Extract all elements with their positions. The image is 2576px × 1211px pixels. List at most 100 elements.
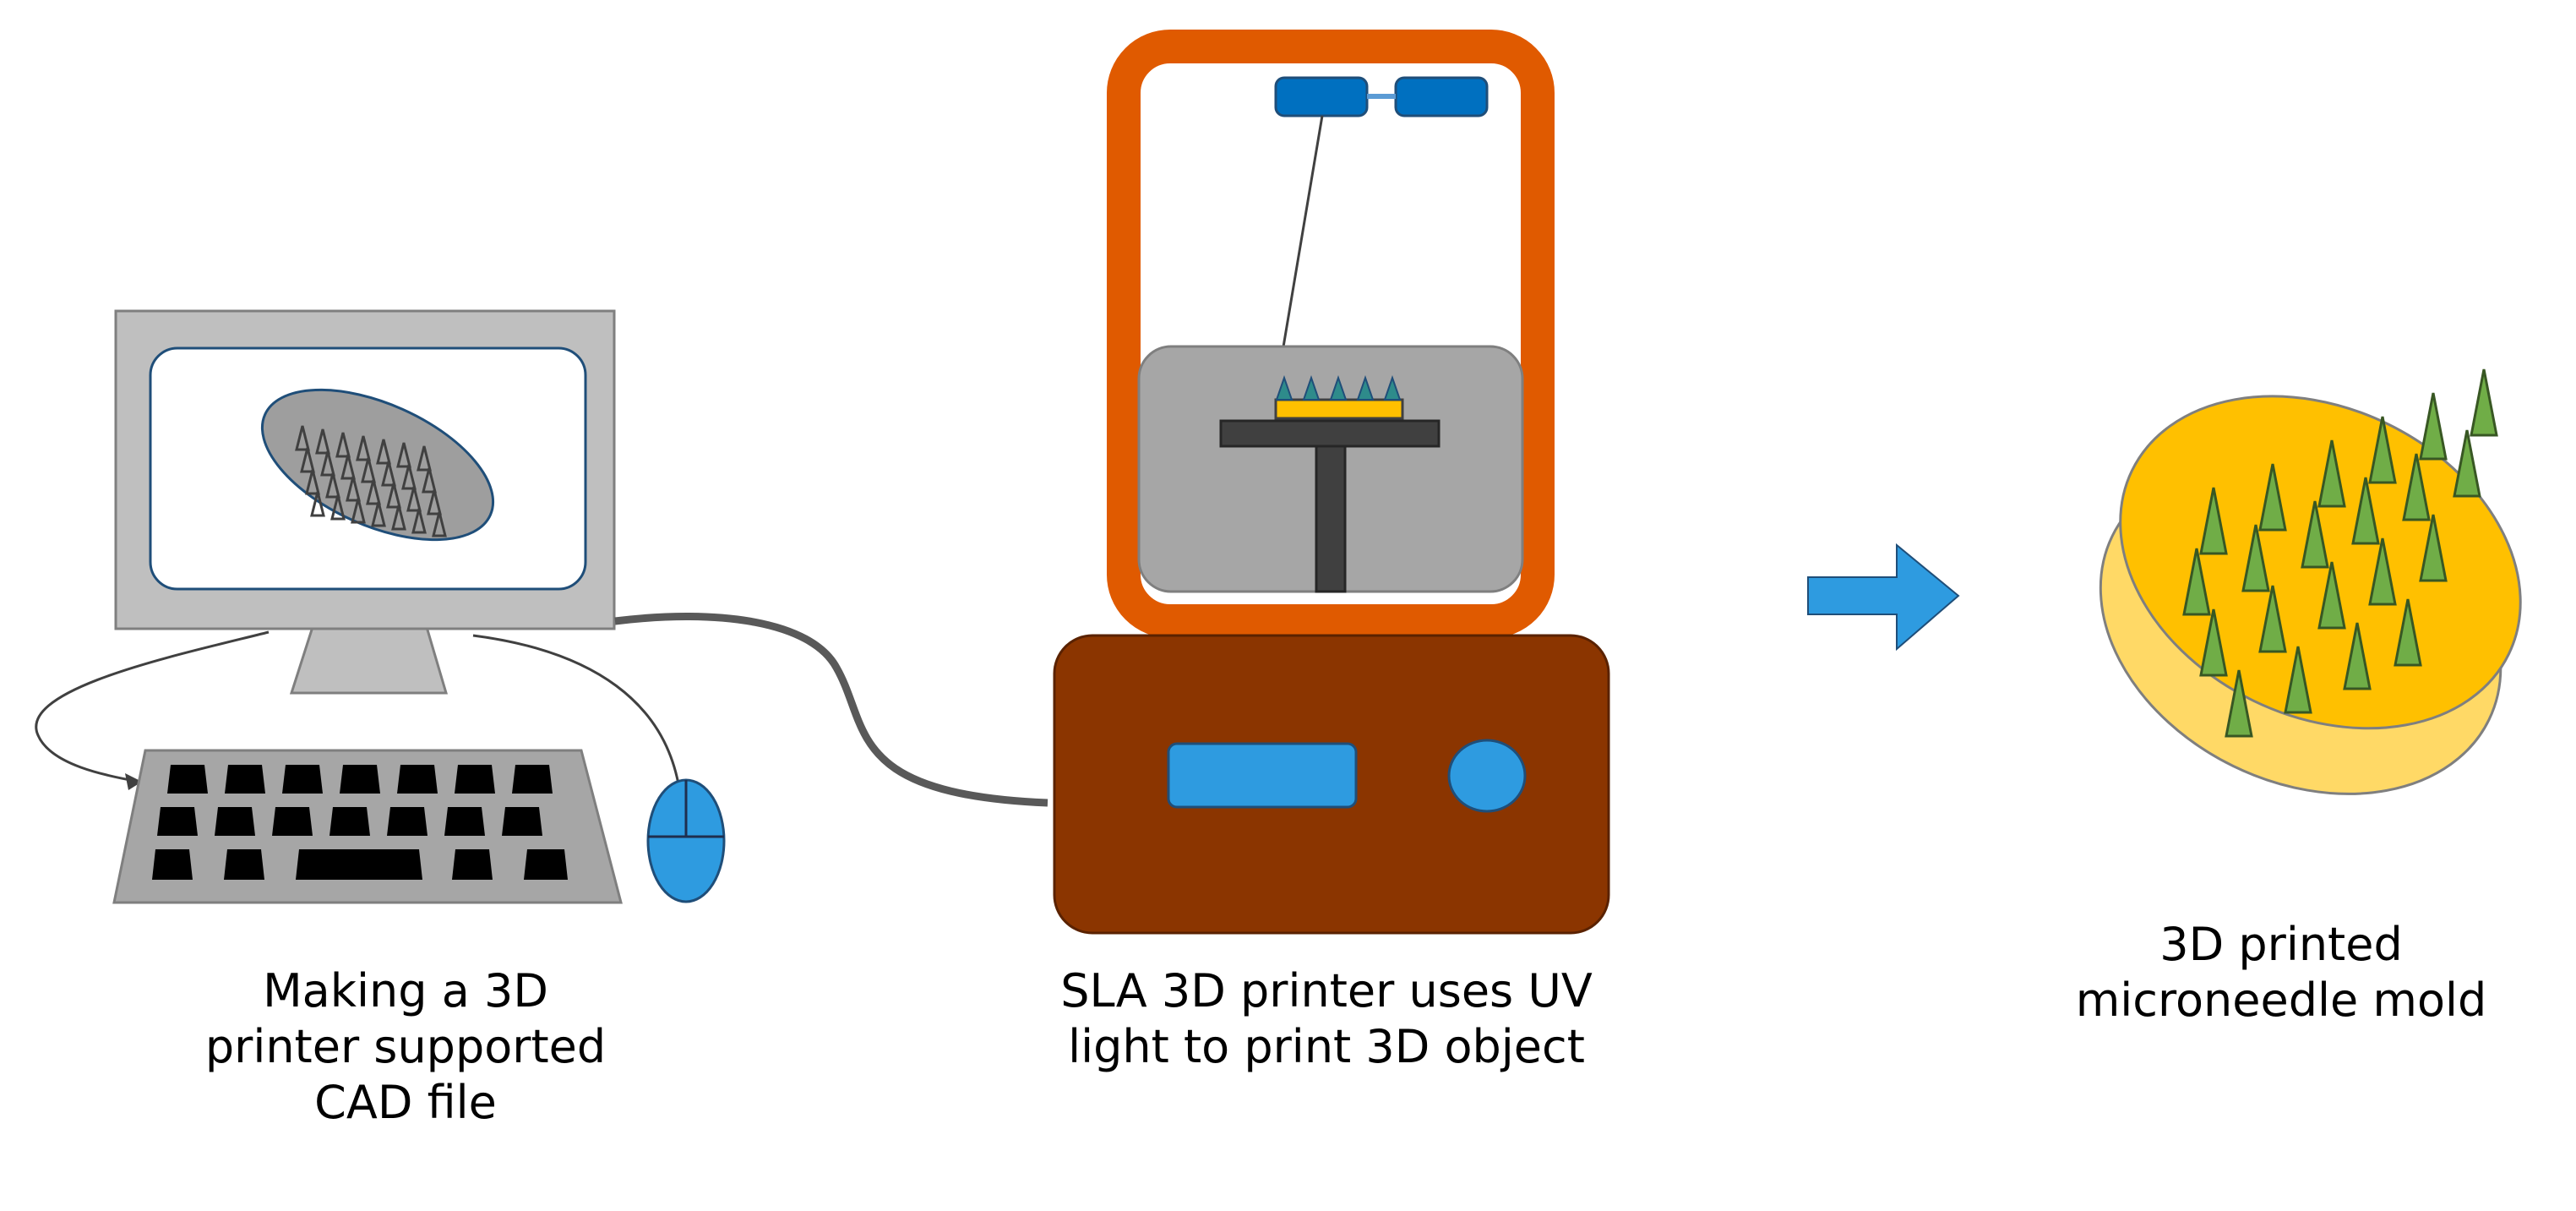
caption-mold: 3D printed microneedle mold: [2019, 917, 2543, 1028]
keyboard-key: [512, 765, 553, 794]
mold-needle: [2419, 514, 2448, 582]
mold-needle: [2182, 548, 2211, 616]
printed-needle: [1275, 374, 1293, 401]
cad-needle-outline: [396, 442, 411, 468]
mold-needle: [2258, 463, 2287, 532]
cad-needle-outline: [310, 491, 325, 517]
keyboard-cable-arrowhead: [125, 773, 142, 790]
caption-computer: Making a 3D printer supported CAD file: [169, 963, 642, 1131]
mold-needle: [2402, 453, 2431, 521]
keyboard-key: [215, 807, 255, 836]
caption-computer-line-2: printer supported: [204, 1020, 607, 1073]
keyboard-key: [152, 849, 193, 880]
cad-needle-outline: [300, 447, 315, 473]
mold-needle: [2368, 416, 2397, 484]
caption-computer-line-1: Making a 3D: [263, 964, 548, 1017]
cad-needle-outline: [371, 501, 386, 527]
mold-needle: [2199, 608, 2228, 677]
cad-needle-outline: [351, 498, 366, 524]
printed-needle: [1302, 374, 1321, 401]
mold-needle: [2419, 392, 2448, 461]
printer-display: [1167, 742, 1358, 809]
mold-needle: [2284, 646, 2312, 714]
computer-monitor-icon: [114, 309, 616, 695]
printed-needle: [1356, 374, 1375, 401]
keyboard-key: [452, 849, 493, 880]
keyboard-key: [272, 807, 313, 836]
uv-laser-beam: [1276, 115, 1324, 383]
cad-needle-outline: [386, 483, 401, 509]
mold-needle: [2317, 561, 2346, 630]
keyboard-key: [397, 765, 438, 794]
keyboard-key: [340, 765, 380, 794]
cad-needle-outline: [401, 464, 417, 490]
cad-needle-outline: [330, 494, 346, 521]
mold-needle: [2368, 537, 2397, 606]
cad-needle-outline: [346, 476, 361, 502]
caption-mold-line-1: 3D printed: [2159, 918, 2403, 971]
cad-needle-outline: [305, 469, 320, 495]
keyboard-key: [296, 849, 422, 880]
keyboard-key: [157, 807, 198, 836]
mold-needle: [2301, 500, 2329, 569]
caption-printer-line-2: light to print 3D object: [1068, 1020, 1585, 1073]
mold-needle: [2343, 622, 2372, 690]
cad-needle-outline: [376, 439, 391, 465]
printed-needle: [1383, 374, 1402, 401]
printed-microneedles: [1275, 374, 1402, 401]
printed-needle: [1329, 374, 1348, 401]
cad-needle-outline: [391, 505, 406, 531]
keyboard-keys: [152, 765, 568, 880]
cad-needle-outline: [315, 428, 330, 455]
mouse-cable: [472, 634, 682, 795]
mouse-icon: [646, 778, 726, 903]
platform-column: [1315, 445, 1347, 593]
keyboard-key: [524, 849, 568, 880]
cad-needle-outline: [422, 467, 437, 494]
microneedle-mold-icon: [2099, 395, 2522, 795]
cad-needle-outline: [406, 486, 422, 512]
cad-needle-outline: [411, 508, 427, 534]
sla-printer-icon: [1053, 30, 1610, 935]
cad-needle-outline: [366, 479, 381, 505]
cad-needle-outline: [295, 425, 310, 451]
mold-needle: [2199, 487, 2228, 555]
cad-needle-outline: [320, 450, 335, 477]
cad-microneedle-outlines: [295, 425, 447, 537]
keyboard-key: [225, 765, 265, 794]
printer-head-left: [1274, 76, 1369, 117]
keyboard-key: [282, 765, 323, 794]
cad-needle-outline: [427, 489, 442, 515]
mold-needle: [2351, 477, 2380, 545]
printer-knob: [1447, 739, 1527, 813]
mold-needle: [2470, 368, 2498, 437]
keyboard-key: [455, 765, 495, 794]
mold-needle: [2258, 585, 2287, 653]
mold-needle: [2453, 429, 2481, 498]
monitor-stand: [289, 625, 449, 695]
caption-printer: SLA 3D printer uses UV light to print 3D…: [997, 963, 1656, 1075]
caption-computer-line-3: CAD file: [314, 1076, 497, 1129]
mold-needle: [2225, 669, 2253, 738]
keyboard-key: [387, 807, 428, 836]
cad-needle-outline: [335, 432, 351, 458]
printer-cable: [614, 613, 1048, 807]
keyboard-key: [444, 807, 485, 836]
mold-needle: [2394, 598, 2422, 667]
mold-needle: [2241, 524, 2270, 592]
cad-needle-outline: [417, 445, 432, 472]
printed-part: [1274, 398, 1404, 420]
cad-needle-outline: [340, 454, 356, 480]
keyboard-key: [224, 849, 264, 880]
cad-needle-outline: [361, 457, 376, 483]
keyboard-key: [167, 765, 208, 794]
cad-needle-outline: [356, 435, 371, 461]
process-arrow-icon: [1807, 543, 1960, 652]
mold-needle: [2317, 439, 2346, 508]
build-platform: [1219, 419, 1440, 448]
caption-printer-line-1: SLA 3D printer uses UV: [1060, 964, 1593, 1017]
cad-needle-outline: [432, 511, 447, 537]
mold-microneedles: [2182, 368, 2498, 738]
keyboard-key: [329, 807, 370, 836]
